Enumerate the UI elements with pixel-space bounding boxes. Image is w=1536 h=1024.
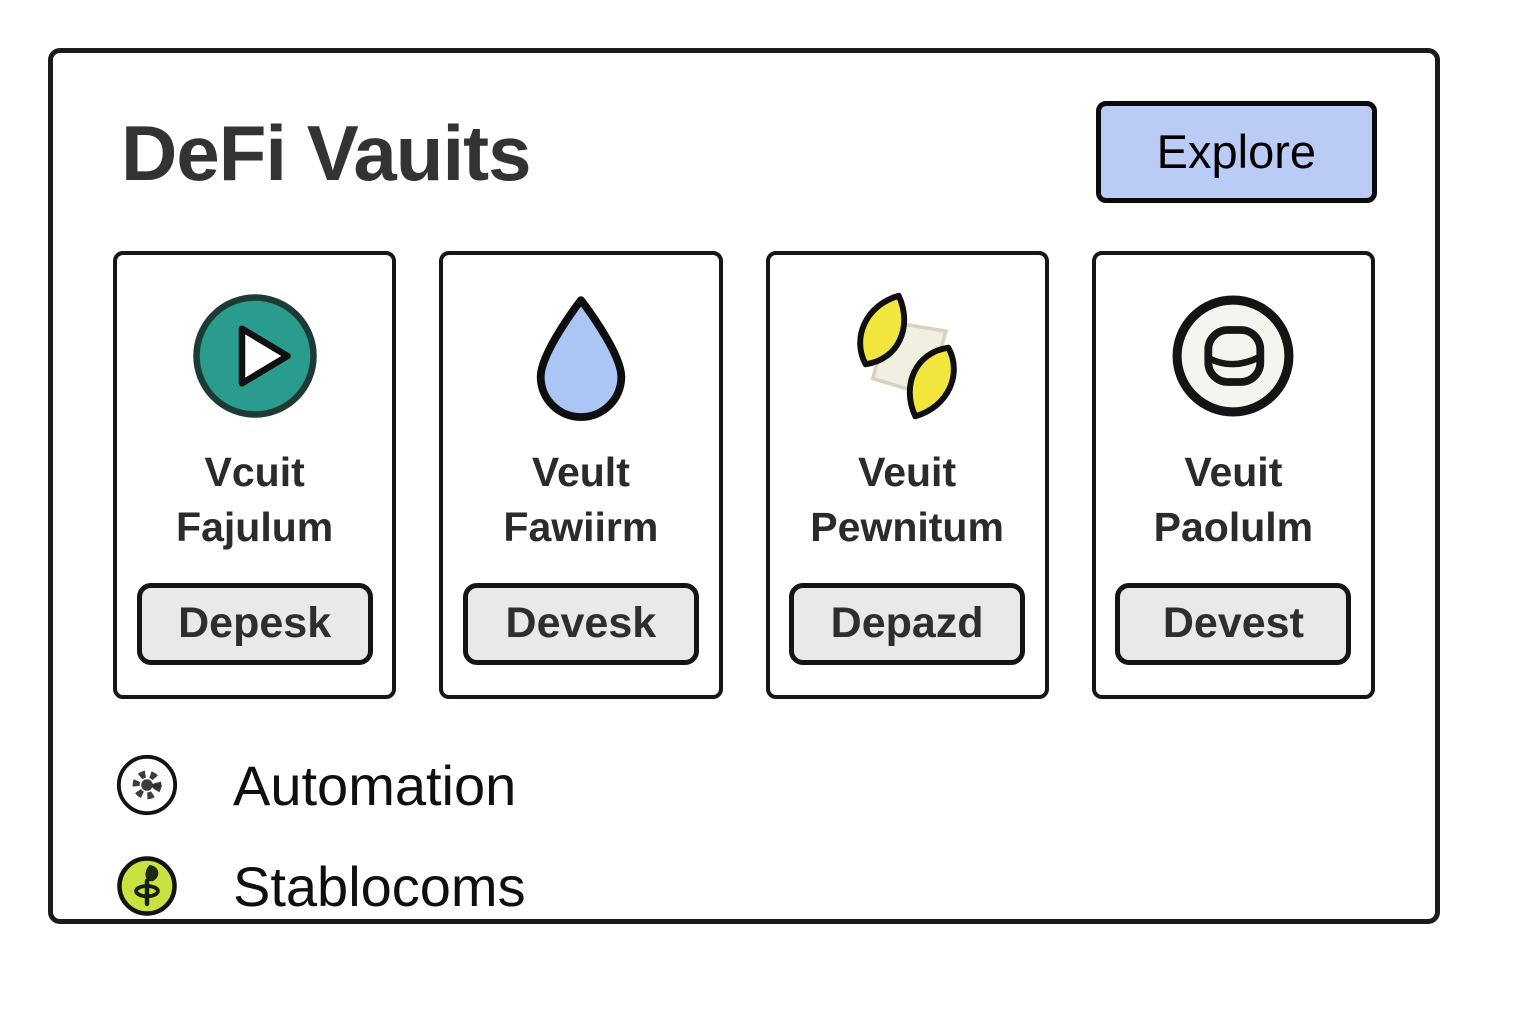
vault-card-label: Vcuit Fajulum xyxy=(176,448,334,551)
deposit-button-4[interactable]: Devest xyxy=(1115,582,1352,665)
vault-card-3: Veuit Pewnitum Depazd xyxy=(765,250,1049,699)
legend: Automation Stablocoms xyxy=(53,753,1435,919)
stablecoin-icon xyxy=(115,854,179,918)
deposit-button-1[interactable]: Depesk xyxy=(136,582,373,665)
defi-vaults-panel: DeFi Vauits Explore Vcuit Fajulum Depesk xyxy=(48,48,1440,924)
vault-cards-row: Vcuit Fajulum Depesk Veult Fawiirm Deves… xyxy=(53,250,1435,699)
vault-card-1: Vcuit Fajulum Depesk xyxy=(113,250,397,699)
legend-row-stablecoins: Stablocoms xyxy=(115,854,1373,919)
deposit-button-3[interactable]: Depazd xyxy=(789,582,1026,665)
play-icon xyxy=(190,291,320,421)
vault-card-label: Veuit Paolulm xyxy=(1153,448,1314,551)
header: DeFi Vauits Explore xyxy=(53,53,1435,203)
page-title: DeFi Vauits xyxy=(121,109,531,197)
vault-card-2: Veult Fawiirm Devesk xyxy=(439,250,723,699)
vault-card-4: Veuit Paolulm Devest xyxy=(1091,250,1375,699)
deposit-button-2[interactable]: Devesk xyxy=(462,582,699,665)
drop-icon xyxy=(516,291,646,421)
coin-icon xyxy=(1168,291,1298,421)
legend-label: Stablocoms xyxy=(233,854,526,918)
vault-card-label: Veult Fawiirm xyxy=(503,448,659,551)
explore-button[interactable]: Explore xyxy=(1095,101,1377,203)
legend-row-automation: Automation xyxy=(115,753,1373,818)
legend-label: Automation xyxy=(233,753,517,817)
automation-icon xyxy=(115,753,179,817)
lemons-icon xyxy=(842,291,972,421)
vault-card-label: Veuit Pewnitum xyxy=(810,448,1004,551)
